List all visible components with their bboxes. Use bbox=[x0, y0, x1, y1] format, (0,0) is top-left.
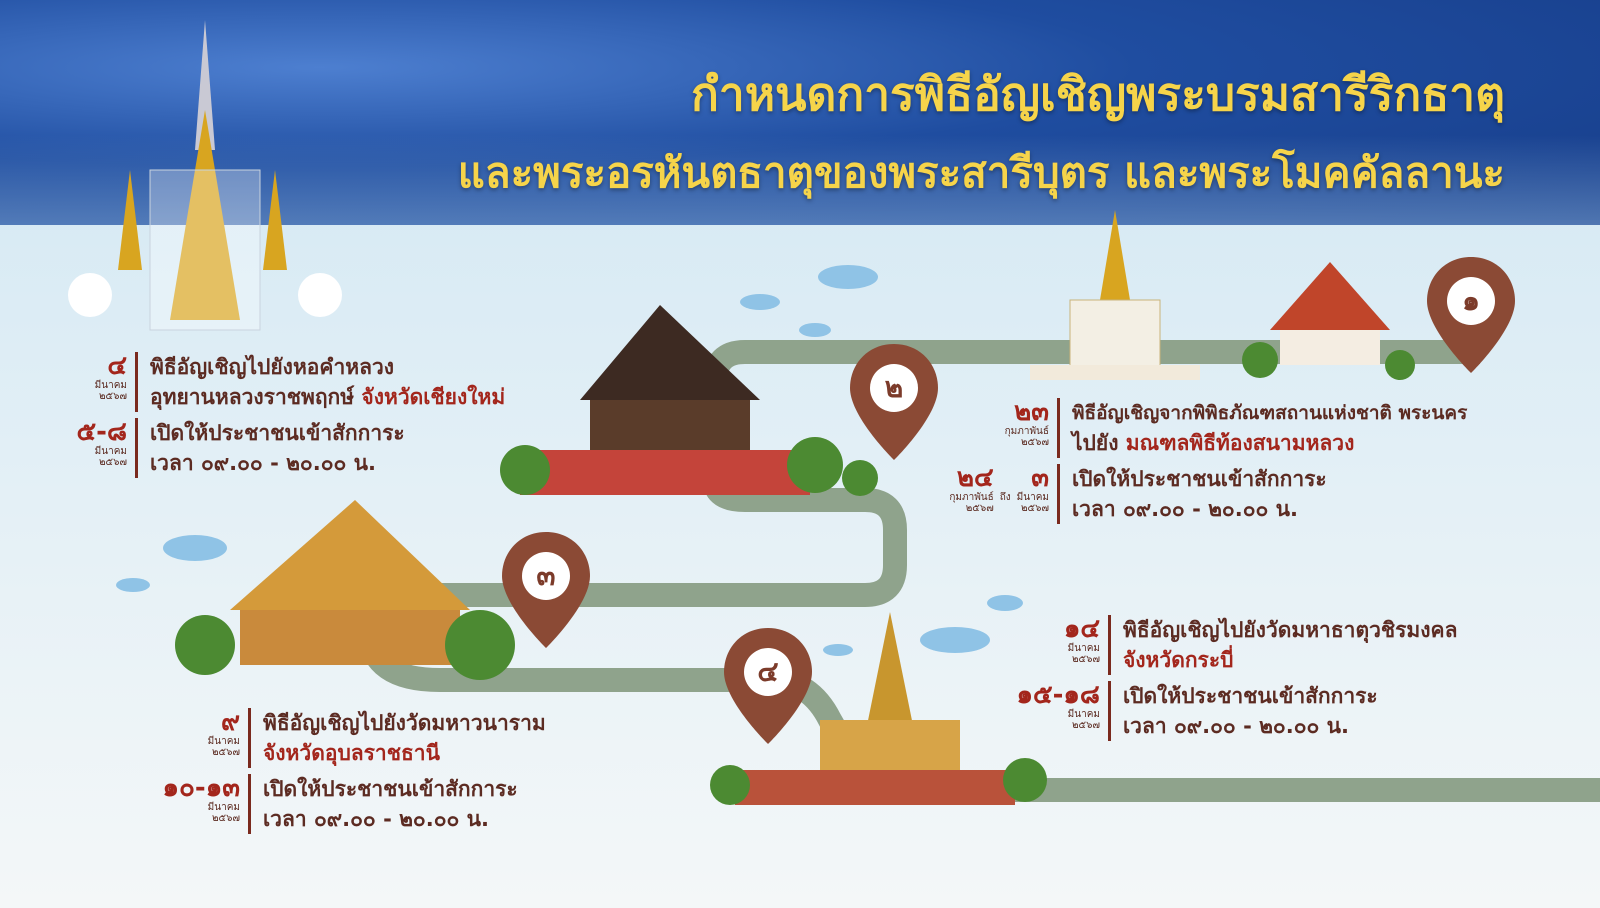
date-month: มีนาคม bbox=[94, 446, 127, 457]
event-location: จังหวัดเชียงใหม่ bbox=[361, 385, 506, 409]
open-text: เปิดให้ประชาชนเข้าสักการะ เวลา ๐๙.๐๐ - ๒… bbox=[1123, 681, 1378, 741]
event-line-1: พิธีอัญเชิญไปยังหอคำหลวง bbox=[150, 355, 394, 379]
date-year: ๒๕๖๗ bbox=[1020, 437, 1049, 448]
temple-illustration-1 bbox=[1030, 210, 1415, 380]
map-pin-3: ๓ bbox=[500, 530, 592, 650]
event-location: จังหวัดกระบี่ bbox=[1123, 648, 1234, 672]
date-year: ๒๕๖๗ bbox=[1020, 503, 1049, 514]
event-text: พิธีอัญเชิญไปยังวัดมหาวนาราม จังหวัดอุบล… bbox=[263, 708, 546, 768]
temple-illustration-3 bbox=[175, 500, 515, 680]
date-to-label: ถึง bbox=[999, 492, 1011, 503]
event-text: พิธีอัญเชิญไปยังวัดมหาธาตุวชิรมงคล จังหว… bbox=[1123, 615, 1457, 675]
map-pin-2: ๒ bbox=[848, 342, 940, 462]
date-month: กุมภาพันธ์ bbox=[949, 492, 994, 503]
open-line-1: เปิดให้ประชาชนเข้าสักการะ bbox=[1072, 467, 1327, 491]
event-date: ๒๓ กุมภาพันธ์ ๒๕๖๗ bbox=[930, 398, 1060, 458]
event-location: จังหวัดอุบลราชธานี bbox=[263, 741, 440, 765]
event-date: ๙ มีนาคม ๒๕๖๗ bbox=[125, 708, 251, 768]
date-month: มีนาคม bbox=[1067, 643, 1100, 654]
open-line-1: เปิดให้ประชาชนเข้าสักการะ bbox=[150, 421, 405, 445]
date-day: ๙ bbox=[220, 707, 240, 737]
date-year: ๒๕๖๗ bbox=[211, 813, 240, 824]
event-line-2: อุทยานหลวงราชพฤกษ์ จังหวัดเชียงใหม่ bbox=[150, 382, 505, 412]
date-month: มีนาคม bbox=[1016, 492, 1049, 503]
date-year: ๒๕๖๗ bbox=[1071, 720, 1100, 731]
date-year: ๒๕๖๗ bbox=[98, 457, 127, 468]
date-day: ๒๓ bbox=[1014, 397, 1049, 427]
pin-number: ๑ bbox=[1447, 277, 1495, 325]
temple-illustration-4 bbox=[710, 612, 1047, 805]
open-hours: เวลา ๐๙.๐๐ - ๒๐.๐๐ น. bbox=[150, 451, 377, 475]
date-day: ๒๔ bbox=[956, 463, 994, 493]
open-row: ๑๐-๑๓ มีนาคม ๒๕๖๗ เปิดให้ประชาชนเข้าสักก… bbox=[125, 774, 546, 834]
event-line-2: ไปยัง มณฑลพิธีท้องสนามหลวง bbox=[1072, 428, 1467, 458]
header-banner: กำหนดการพิธีอัญเชิญพระบรมสารีริกธาตุ และ… bbox=[0, 0, 1600, 225]
open-hours: เวลา ๐๙.๐๐ - ๒๐.๐๐ น. bbox=[263, 807, 490, 831]
event-row: ๔ มีนาคม ๒๕๖๗ พิธีอัญเชิญไปยังหอคำหลวง อ… bbox=[60, 352, 505, 412]
date-month: มีนาคม bbox=[207, 802, 240, 813]
event-location: มณฑลพิธีท้องสนามหลวง bbox=[1125, 431, 1355, 455]
open-text: เปิดให้ประชาชนเข้าสักการะ เวลา ๐๙.๐๐ - ๒… bbox=[150, 418, 405, 478]
open-date-range: ๑๐-๑๓ มีนาคม ๒๕๖๗ bbox=[125, 774, 251, 834]
page-title-line-2: และพระอรหันตธาตุของพระสารีบุตร และพระโมค… bbox=[457, 148, 1505, 197]
date-month: มีนาคม bbox=[1067, 709, 1100, 720]
date-year: ๒๕๖๗ bbox=[211, 747, 240, 758]
reliquary-illustration bbox=[68, 20, 342, 331]
open-date-range: ๕-๘ มีนาคม ๒๕๖๗ bbox=[60, 418, 138, 478]
date-month: มีนาคม bbox=[94, 380, 127, 391]
cloud-icons bbox=[116, 265, 1023, 656]
date-year: ๒๕๖๗ bbox=[98, 391, 127, 402]
pin-number: ๓ bbox=[522, 552, 570, 600]
open-text: เปิดให้ประชาชนเข้าสักการะ เวลา ๐๙.๐๐ - ๒… bbox=[263, 774, 518, 834]
date-range: ๒๔กุมภาพันธ์๒๕๖๗ ถึง ๓มีนาคม๒๕๖๗ bbox=[949, 464, 1049, 514]
date-day: ๓ bbox=[1031, 463, 1049, 493]
open-line-1: เปิดให้ประชาชนเข้าสักการะ bbox=[1123, 684, 1378, 708]
date-day: ๑๔ bbox=[1063, 614, 1100, 644]
event-line-1: พิธีอัญเชิญจากพิพิธภัณฑสถานแห่งชาติ พระน… bbox=[1072, 402, 1468, 424]
date-year: ๒๕๖๗ bbox=[1071, 654, 1100, 665]
open-row: ๒๔กุมภาพันธ์๒๕๖๗ ถึง ๓มีนาคม๒๕๖๗ เปิดให้… bbox=[930, 464, 1467, 524]
open-hours: เวลา ๐๙.๐๐ - ๒๐.๐๐ น. bbox=[1123, 714, 1350, 738]
pin-number: ๔ bbox=[744, 648, 792, 696]
open-hours: เวลา ๐๙.๐๐ - ๒๐.๐๐ น. bbox=[1072, 497, 1299, 521]
event-row: ๒๓ กุมภาพันธ์ ๒๕๖๗ พิธีอัญเชิญจากพิพิธภั… bbox=[930, 398, 1467, 458]
date-day: ๑๕-๑๘ bbox=[1016, 680, 1100, 710]
header-glow bbox=[0, 0, 1600, 225]
stop-1-schedule: ๒๓ กุมภาพันธ์ ๒๕๖๗ พิธีอัญเชิญจากพิพิธภั… bbox=[930, 398, 1467, 524]
date-day: ๑๐-๑๓ bbox=[162, 773, 240, 803]
open-line-1: เปิดให้ประชาชนเข้าสักการะ bbox=[263, 777, 518, 801]
pin-number: ๒ bbox=[870, 364, 918, 412]
open-date-range: ๑๕-๑๘ มีนาคม ๒๕๖๗ bbox=[985, 681, 1111, 741]
event-prefix: ไปยัง bbox=[1072, 431, 1126, 455]
stop-4-schedule: ๑๔ มีนาคม ๒๕๖๗ พิธีอัญเชิญไปยังวัดมหาธาต… bbox=[985, 615, 1457, 741]
event-date: ๑๔ มีนาคม ๒๕๖๗ bbox=[985, 615, 1111, 675]
date-year: ๒๕๖๗ bbox=[965, 503, 994, 514]
event-prefix: อุทยานหลวงราชพฤกษ์ bbox=[150, 385, 362, 409]
open-row: ๑๕-๑๘ มีนาคม ๒๕๖๗ เปิดให้ประชาชนเข้าสักก… bbox=[985, 681, 1457, 741]
event-text: พิธีอัญเชิญจากพิพิธภัณฑสถานแห่งชาติ พระน… bbox=[1072, 398, 1467, 458]
date-month: กุมภาพันธ์ bbox=[1004, 426, 1049, 437]
event-row: ๑๔ มีนาคม ๒๕๖๗ พิธีอัญเชิญไปยังวัดมหาธาต… bbox=[985, 615, 1457, 675]
event-row: ๙ มีนาคม ๒๕๖๗ พิธีอัญเชิญไปยังวัดมหาวนาร… bbox=[125, 708, 546, 768]
event-line-1: พิธีอัญเชิญไปยังวัดมหาธาตุวชิรมงคล bbox=[1123, 618, 1458, 642]
event-date: ๔ มีนาคม ๒๕๖๗ bbox=[60, 352, 138, 412]
map-pin-1: ๑ bbox=[1425, 255, 1517, 375]
date-day: ๔ bbox=[107, 351, 127, 381]
temple-illustration-2 bbox=[500, 305, 878, 496]
map-pin-4: ๔ bbox=[722, 626, 814, 746]
open-text: เปิดให้ประชาชนเข้าสักการะ เวลา ๐๙.๐๐ - ๒… bbox=[1072, 464, 1327, 524]
stop-3-schedule: ๙ มีนาคม ๒๕๖๗ พิธีอัญเชิญไปยังวัดมหาวนาร… bbox=[125, 708, 546, 834]
event-line-1: พิธีอัญเชิญไปยังวัดมหาวนาราม bbox=[263, 711, 546, 735]
date-from: ๒๔กุมภาพันธ์๒๕๖๗ bbox=[949, 464, 993, 514]
date-to: ๓มีนาคม๒๕๖๗ bbox=[1017, 464, 1049, 514]
open-date-range: ๒๔กุมภาพันธ์๒๕๖๗ ถึง ๓มีนาคม๒๕๖๗ bbox=[930, 464, 1060, 524]
open-row: ๕-๘ มีนาคม ๒๕๖๗ เปิดให้ประชาชนเข้าสักการ… bbox=[60, 418, 505, 478]
date-day: ๕-๘ bbox=[76, 417, 127, 447]
page-title-line-1: กำหนดการพิธีอัญเชิญพระบรมสารีริกธาตุ bbox=[691, 67, 1505, 121]
date-month: มีนาคม bbox=[207, 736, 240, 747]
event-text: พิธีอัญเชิญไปยังหอคำหลวง อุทยานหลวงราชพฤ… bbox=[150, 352, 505, 412]
stop-2-schedule: ๔ มีนาคม ๒๕๖๗ พิธีอัญเชิญไปยังหอคำหลวง อ… bbox=[60, 352, 505, 478]
